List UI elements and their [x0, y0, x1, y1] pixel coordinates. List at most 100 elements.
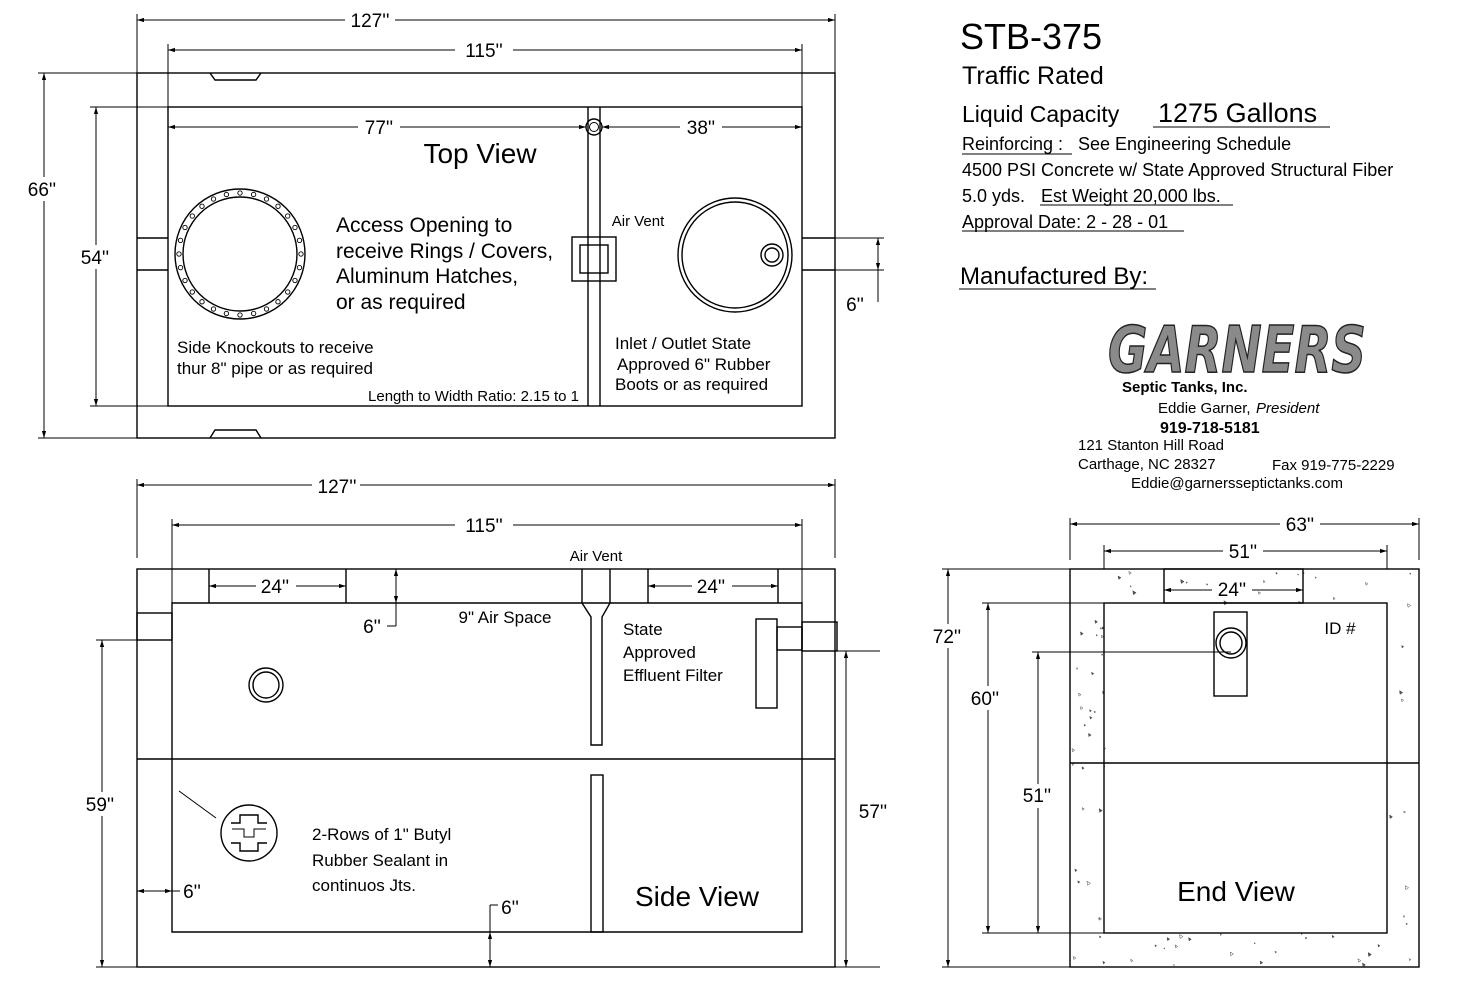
concrete-speckle: [1081, 807, 1085, 811]
end-view-title: End View: [1177, 876, 1296, 907]
knockout-note-line: thur 8" pipe or as required: [177, 359, 373, 378]
inlet-note-line: Approved 6" Rubber: [617, 355, 771, 374]
top-dim-inner-width: 54'': [81, 248, 109, 269]
access-note: Access Opening to receive Rings / Covers…: [336, 214, 553, 314]
concrete-speckle: [1083, 723, 1087, 727]
concrete-speckle: [1408, 958, 1412, 962]
side-dim-overall-length: 127'': [318, 477, 357, 498]
side-outlet-pipe: [801, 621, 838, 652]
inlet-note-line: Boots or as required: [615, 375, 768, 394]
concrete-speckle: [1101, 653, 1104, 656]
side-dim-height-left: 59'': [86, 795, 114, 816]
side-baffle-lower: [590, 774, 604, 933]
concrete-speckle: [1180, 579, 1185, 584]
bolt-hole: [250, 310, 257, 317]
concrete-speckle: [1163, 947, 1166, 950]
concrete-speckle: [1262, 579, 1266, 584]
bolt-hole: [237, 312, 243, 318]
top-dim-inner-length: 115'': [465, 41, 503, 62]
concrete-speckle: [1367, 952, 1372, 957]
bolt-hole: [285, 289, 291, 295]
end-view: 63'' 51'' 24'' 72'' 60'' 51'' ID # End V…: [928, 512, 1420, 968]
side-view: 127'' 115'' 24'' 24'' 6'' 59'' 57'' 6'' …: [82, 474, 894, 968]
approval-date: Approval Date: 2 - 28 - 01: [962, 212, 1168, 232]
concrete-speckle: [1099, 935, 1102, 939]
side-dim-wall-left: 6'': [183, 882, 201, 903]
end-dim-outlet: 51'': [1023, 786, 1051, 807]
concrete-speckle: [1407, 603, 1412, 608]
concrete-speckle: [1128, 570, 1132, 575]
side-inlet-pipe: [136, 612, 173, 641]
top-view-inner-wall: [167, 106, 803, 407]
access-note-line: Aluminum Hatches,: [336, 265, 518, 288]
company-phone: 919-718-5181: [1160, 420, 1260, 437]
bolt-hole: [296, 237, 303, 244]
concrete-speckle: [1219, 933, 1223, 936]
company-address1: 121 Stanton Hill Road: [1078, 437, 1224, 454]
top-knockout-bottom: [209, 429, 262, 439]
bolt-hole: [275, 299, 281, 305]
concrete-speckle: [1081, 766, 1085, 770]
concrete-speckle: [1166, 937, 1171, 942]
filter-note-line: Approved: [623, 643, 696, 662]
bolt-hole: [292, 277, 298, 284]
company-subtitle: Septic Tanks, Inc.: [1122, 379, 1248, 396]
concrete-speckle: [1331, 934, 1335, 939]
concrete-speckle: [1229, 951, 1234, 957]
concrete-speckle: [1188, 936, 1192, 942]
concrete-speckle: [1091, 671, 1095, 676]
company-address2: Carthage, NC 28327: [1078, 456, 1216, 473]
company-email: Eddie@garnersseptictanks.com: [1131, 475, 1343, 492]
bolt-hole: [223, 310, 230, 317]
end-dim-overall-width: 63'': [1286, 515, 1314, 536]
concrete-speckle: [1088, 732, 1092, 738]
concrete-speckle: [1403, 810, 1407, 814]
inlet-note-line: Inlet / Outlet State: [615, 334, 751, 353]
bolt-hole: [177, 237, 184, 244]
concrete-speckle: [1098, 917, 1101, 920]
concrete-speckle: [1086, 880, 1091, 886]
bolt-hole: [176, 251, 182, 257]
access-note-line: receive Rings / Covers,: [336, 240, 553, 263]
sealant-note: 2-Rows of 1" Butyl Rubber Sealant in con…: [312, 825, 451, 895]
concrete-speckle: [1117, 575, 1122, 580]
concrete-speckle: [1332, 596, 1336, 601]
concrete-speckle: [1274, 950, 1278, 954]
concrete-speckle: [1080, 706, 1084, 711]
filter-note: State Approved Effluent Filter: [623, 620, 723, 685]
concrete-speckle: [1179, 934, 1184, 939]
access-note-line: or as required: [336, 291, 466, 314]
air-space-label: 9" Air Space: [459, 608, 552, 627]
sealant-note-line: 2-Rows of 1" Butyl: [312, 825, 451, 844]
concrete-speckle: [1093, 710, 1097, 714]
side-dim-opening-left: 24'': [261, 577, 289, 598]
concrete-speckle: [1076, 667, 1079, 670]
reinforcing-label: Reinforcing :: [962, 134, 1063, 154]
company-fax: Fax 919-775-2229: [1272, 457, 1395, 474]
end-dim-height-overall: 72'': [933, 627, 961, 648]
side-inlet-port: [248, 667, 284, 703]
side-view-outer-wall: [136, 568, 836, 968]
concrete-speckle: [1101, 626, 1105, 630]
top-dim-overall-width: 66'': [28, 180, 56, 201]
end-view-outlet-tee: [1213, 611, 1248, 697]
bolt-hole: [250, 191, 257, 198]
bolt-hole: [263, 196, 270, 202]
concrete-speckle: [1089, 709, 1092, 713]
concrete-speckle: [1314, 576, 1317, 579]
bolt-hole: [285, 213, 291, 219]
side-baffle: [581, 569, 611, 746]
capacity-value: 1275 Gallons: [1158, 98, 1317, 128]
concrete-speckle: [1094, 619, 1098, 624]
filter-note-line: Effluent Filter: [623, 666, 723, 685]
concrete-speckle: [1401, 698, 1405, 703]
bolt-hole: [199, 299, 205, 305]
top-dim-right-chamber: 38'': [687, 118, 715, 139]
effluent-filter: [755, 618, 778, 709]
sealant-detail: [178, 790, 278, 862]
bolt-hole: [223, 191, 230, 198]
bolt-hole: [177, 264, 184, 271]
side-dim-lid: 6'': [363, 617, 381, 638]
access-ring: [174, 188, 306, 320]
top-dim-pipe: 6'': [846, 295, 864, 316]
